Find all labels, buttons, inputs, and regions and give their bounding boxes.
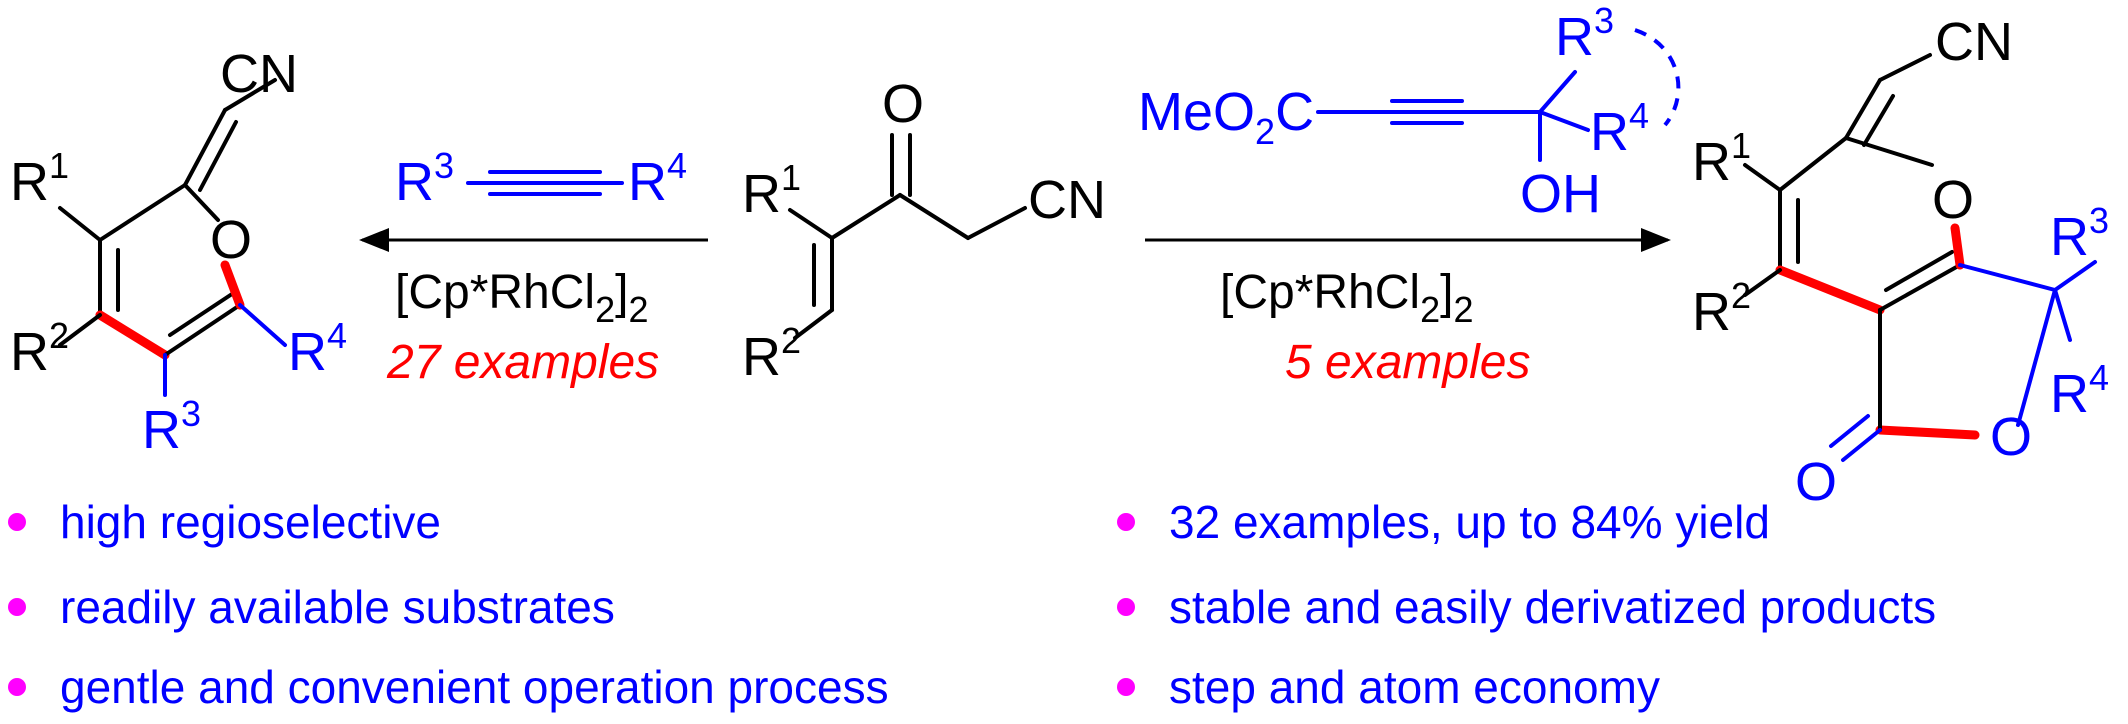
right-r3: R3 xyxy=(2050,200,2109,267)
left-r2: R2 xyxy=(10,315,69,382)
bullet-dot xyxy=(8,513,26,531)
bullet-text: high regioselective xyxy=(60,496,442,548)
sm-ketone-o: O xyxy=(882,74,924,134)
bullets-left: high regioselective readily available su… xyxy=(8,496,1088,720)
bullet-text: step and atom economy xyxy=(1169,661,1660,713)
left-r3: R3 xyxy=(142,393,201,460)
propiolate-oh: OH xyxy=(1520,164,1601,224)
right-r1: R1 xyxy=(1692,125,1751,192)
bullet-text: 32 examples, up to 84% yield xyxy=(1169,496,1770,548)
left-r1: R1 xyxy=(10,145,69,212)
bullet-dot xyxy=(1117,598,1135,616)
left-r4: R4 xyxy=(288,315,347,382)
right-catalyst: [Cp*RhCl2]2 xyxy=(1220,266,1473,330)
right-cn-label: CN xyxy=(1935,12,2013,72)
propiolate-meo2c: MeO2C xyxy=(1138,82,1314,152)
right-r2: R2 xyxy=(1692,275,1751,342)
sm-r1: R1 xyxy=(742,157,801,224)
bullet-dot xyxy=(1117,513,1135,531)
bullets-right: 32 examples, up to 84% yield stable and … xyxy=(1117,496,2117,720)
sm-r2: R2 xyxy=(742,320,801,387)
left-reaction-conditions: R3 R4 [Cp*RhCl2]2 27 examples xyxy=(359,145,708,389)
lactone-o: O xyxy=(1990,407,2032,467)
starting-material: O CN R1 R2 xyxy=(742,74,1106,387)
bullet-dot xyxy=(8,678,26,696)
left-cn-label: CN xyxy=(220,44,298,104)
left-product-pyran: CN O R1 R2 R4 R3 xyxy=(10,44,347,460)
bullet-dot xyxy=(1117,678,1135,696)
alkyne-r4: R4 xyxy=(628,145,687,212)
propiolate-r4: R4 xyxy=(1590,95,1649,162)
left-ring-o: O xyxy=(210,210,252,270)
bullet-text: gentle and convenient operation process xyxy=(60,661,889,713)
bullet-dot xyxy=(8,598,26,616)
alkyne-r3: R3 xyxy=(395,145,454,212)
right-examples-count: 5 examples xyxy=(1285,336,1530,389)
bullet-text: readily available substrates xyxy=(60,581,615,633)
propiolate-r3: R3 xyxy=(1555,0,1614,67)
left-catalyst: [Cp*RhCl2]2 xyxy=(395,266,648,330)
right-reaction-conditions: MeO2C R3 R4 OH [Cp*RhCl2]2 5 examples xyxy=(1138,0,1681,389)
right-product-furopyranone: CN O O O R1 R2 R3 R4 xyxy=(1692,12,2109,512)
bullet-text: stable and easily derivatized products xyxy=(1169,581,1937,633)
carbonyl-o: O xyxy=(1795,452,1837,512)
right-ring-o: O xyxy=(1932,170,1974,230)
left-examples-count: 27 examples xyxy=(386,336,659,389)
right-r4: R4 xyxy=(2050,357,2109,424)
sm-cn: CN xyxy=(1028,170,1106,230)
